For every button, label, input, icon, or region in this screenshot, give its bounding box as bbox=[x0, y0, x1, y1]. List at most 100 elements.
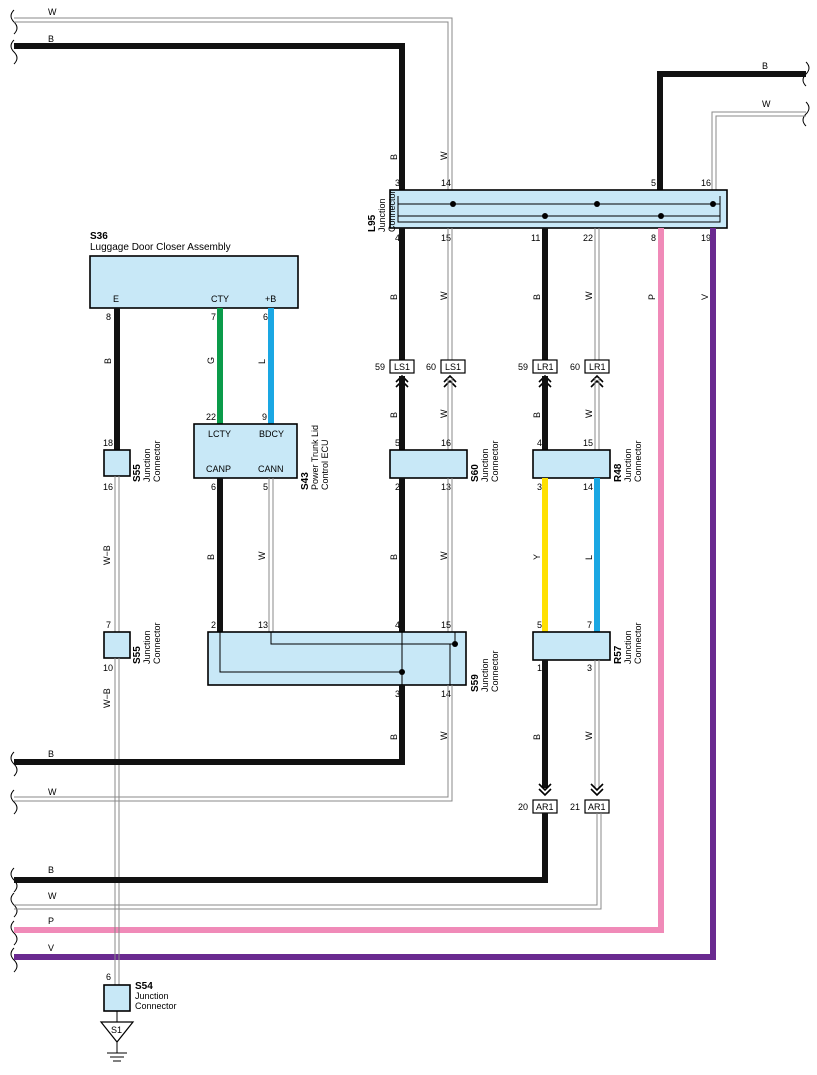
svg-text:B: B bbox=[103, 358, 113, 364]
svg-text:W−B: W−B bbox=[102, 545, 112, 565]
svg-text:Connector: Connector bbox=[152, 440, 162, 482]
svg-text:B: B bbox=[532, 294, 542, 300]
svg-text:7: 7 bbox=[587, 620, 592, 630]
svg-text:Connector: Connector bbox=[135, 1001, 177, 1011]
svg-text:B: B bbox=[389, 412, 399, 418]
svg-text:21: 21 bbox=[570, 802, 580, 812]
svg-text:4: 4 bbox=[395, 233, 400, 243]
svg-text:S54: S54 bbox=[135, 981, 153, 992]
wire-top-b: B bbox=[14, 34, 405, 190]
svg-text:B: B bbox=[389, 294, 399, 300]
svg-text:B: B bbox=[48, 749, 54, 759]
component-s36: S36 Luggage Door Closer Assembly E CTY +… bbox=[89, 231, 299, 322]
svg-text:3: 3 bbox=[395, 689, 400, 699]
svg-text:S59: S59 bbox=[470, 674, 481, 692]
svg-text:S43: S43 bbox=[300, 472, 311, 490]
svg-text:CANP: CANP bbox=[206, 464, 231, 474]
svg-text:S55: S55 bbox=[132, 646, 143, 664]
svg-text:9: 9 bbox=[262, 412, 267, 422]
svg-text:R48: R48 bbox=[613, 463, 624, 482]
svg-text:20: 20 bbox=[518, 802, 528, 812]
svg-text:Connector: Connector bbox=[633, 440, 643, 482]
svg-text:R57: R57 bbox=[613, 645, 624, 664]
svg-text:22: 22 bbox=[583, 233, 593, 243]
svg-text:13: 13 bbox=[258, 620, 268, 630]
svg-text:S60: S60 bbox=[470, 464, 481, 482]
svg-text:W−B: W−B bbox=[102, 688, 112, 708]
svg-text:B: B bbox=[206, 554, 216, 560]
svg-text:8: 8 bbox=[106, 312, 111, 322]
svg-text:19: 19 bbox=[701, 233, 711, 243]
svg-text:B: B bbox=[532, 412, 542, 418]
svg-text:6: 6 bbox=[263, 312, 268, 322]
svg-text:16: 16 bbox=[441, 438, 451, 448]
junction-s60: 5 16 2 13 S60 Junction Connector bbox=[389, 438, 500, 492]
svg-text:Connector: Connector bbox=[633, 622, 643, 664]
svg-text:6: 6 bbox=[211, 482, 216, 492]
svg-text:W: W bbox=[584, 409, 594, 418]
svg-text:LS1: LS1 bbox=[394, 362, 410, 372]
junction-s54: 6 S54 Junction Connector bbox=[103, 972, 177, 1012]
connector-ls1-59: 59 LS1 bbox=[375, 359, 415, 374]
l95-id: L95 bbox=[367, 214, 378, 232]
svg-text:14: 14 bbox=[441, 178, 451, 188]
svg-text:8: 8 bbox=[651, 233, 656, 243]
svg-text:CTY: CTY bbox=[211, 294, 229, 304]
wire-label-b-right: B bbox=[762, 61, 768, 71]
svg-text:Junction: Junction bbox=[623, 630, 633, 664]
junction-r57: 5 7 1 3 R57 Junction Connector bbox=[532, 620, 643, 673]
svg-text:14: 14 bbox=[441, 689, 451, 699]
svg-text:4: 4 bbox=[395, 620, 400, 630]
svg-text:11: 11 bbox=[531, 233, 540, 243]
svg-text:W: W bbox=[584, 291, 594, 300]
svg-text:AR1: AR1 bbox=[536, 802, 554, 812]
svg-text:+B: +B bbox=[265, 294, 276, 304]
svg-text:S55: S55 bbox=[132, 464, 143, 482]
svg-text:L: L bbox=[257, 359, 267, 364]
svg-text:Junction: Junction bbox=[142, 448, 152, 482]
wire-label-w-right: W bbox=[762, 99, 771, 109]
junction-s55-lower: 7 10 S55 Junction Connector bbox=[103, 620, 162, 673]
svg-text:18: 18 bbox=[103, 438, 113, 448]
svg-text:60: 60 bbox=[426, 362, 436, 372]
svg-text:5: 5 bbox=[537, 620, 542, 630]
svg-text:3: 3 bbox=[587, 663, 592, 673]
junction-s55-upper: 18 16 S55 Junction Connector bbox=[103, 438, 162, 492]
svg-text:Connector: Connector bbox=[387, 190, 397, 232]
svg-text:Junction: Junction bbox=[480, 658, 490, 692]
svg-text:S1: S1 bbox=[111, 1025, 122, 1035]
svg-text:60: 60 bbox=[570, 362, 580, 372]
wire-label-b-top: B bbox=[48, 34, 54, 44]
svg-text:15: 15 bbox=[583, 438, 593, 448]
wire-top-w: W bbox=[14, 7, 453, 190]
svg-text:LS1: LS1 bbox=[445, 362, 461, 372]
svg-text:Control ECU: Control ECU bbox=[320, 439, 330, 490]
svg-text:Connector: Connector bbox=[490, 440, 500, 482]
svg-text:13: 13 bbox=[441, 482, 451, 492]
svg-text:G: G bbox=[206, 357, 216, 364]
svg-text:Junction: Junction bbox=[480, 448, 490, 482]
svg-text:LR1: LR1 bbox=[589, 362, 606, 372]
svg-text:22: 22 bbox=[206, 412, 216, 422]
connector-ls1-60: 60 LS1 bbox=[426, 359, 466, 374]
svg-text:Power Trunk Lid: Power Trunk Lid bbox=[310, 425, 320, 490]
svg-text:14: 14 bbox=[583, 482, 593, 492]
connector-ar1-21: 21 AR1 bbox=[570, 799, 610, 814]
svg-text:3: 3 bbox=[395, 178, 400, 188]
svg-text:B: B bbox=[389, 554, 399, 560]
svg-text:7: 7 bbox=[211, 312, 216, 322]
s36-name: Luggage Door Closer Assembly bbox=[90, 242, 231, 253]
junction-r48: 4 15 3 14 R48 Junction Connector bbox=[532, 438, 643, 492]
svg-text:P: P bbox=[48, 916, 54, 926]
svg-text:5: 5 bbox=[263, 482, 268, 492]
svg-text:16: 16 bbox=[701, 178, 711, 188]
svg-text:B: B bbox=[48, 865, 54, 875]
svg-text:5: 5 bbox=[395, 438, 400, 448]
svg-text:1: 1 bbox=[537, 663, 542, 673]
svg-text:W: W bbox=[439, 291, 449, 300]
svg-text:Y: Y bbox=[532, 554, 542, 560]
connector-lr1-60: 60 LR1 bbox=[570, 359, 610, 374]
svg-text:59: 59 bbox=[375, 362, 385, 372]
svg-text:W: W bbox=[439, 551, 449, 560]
